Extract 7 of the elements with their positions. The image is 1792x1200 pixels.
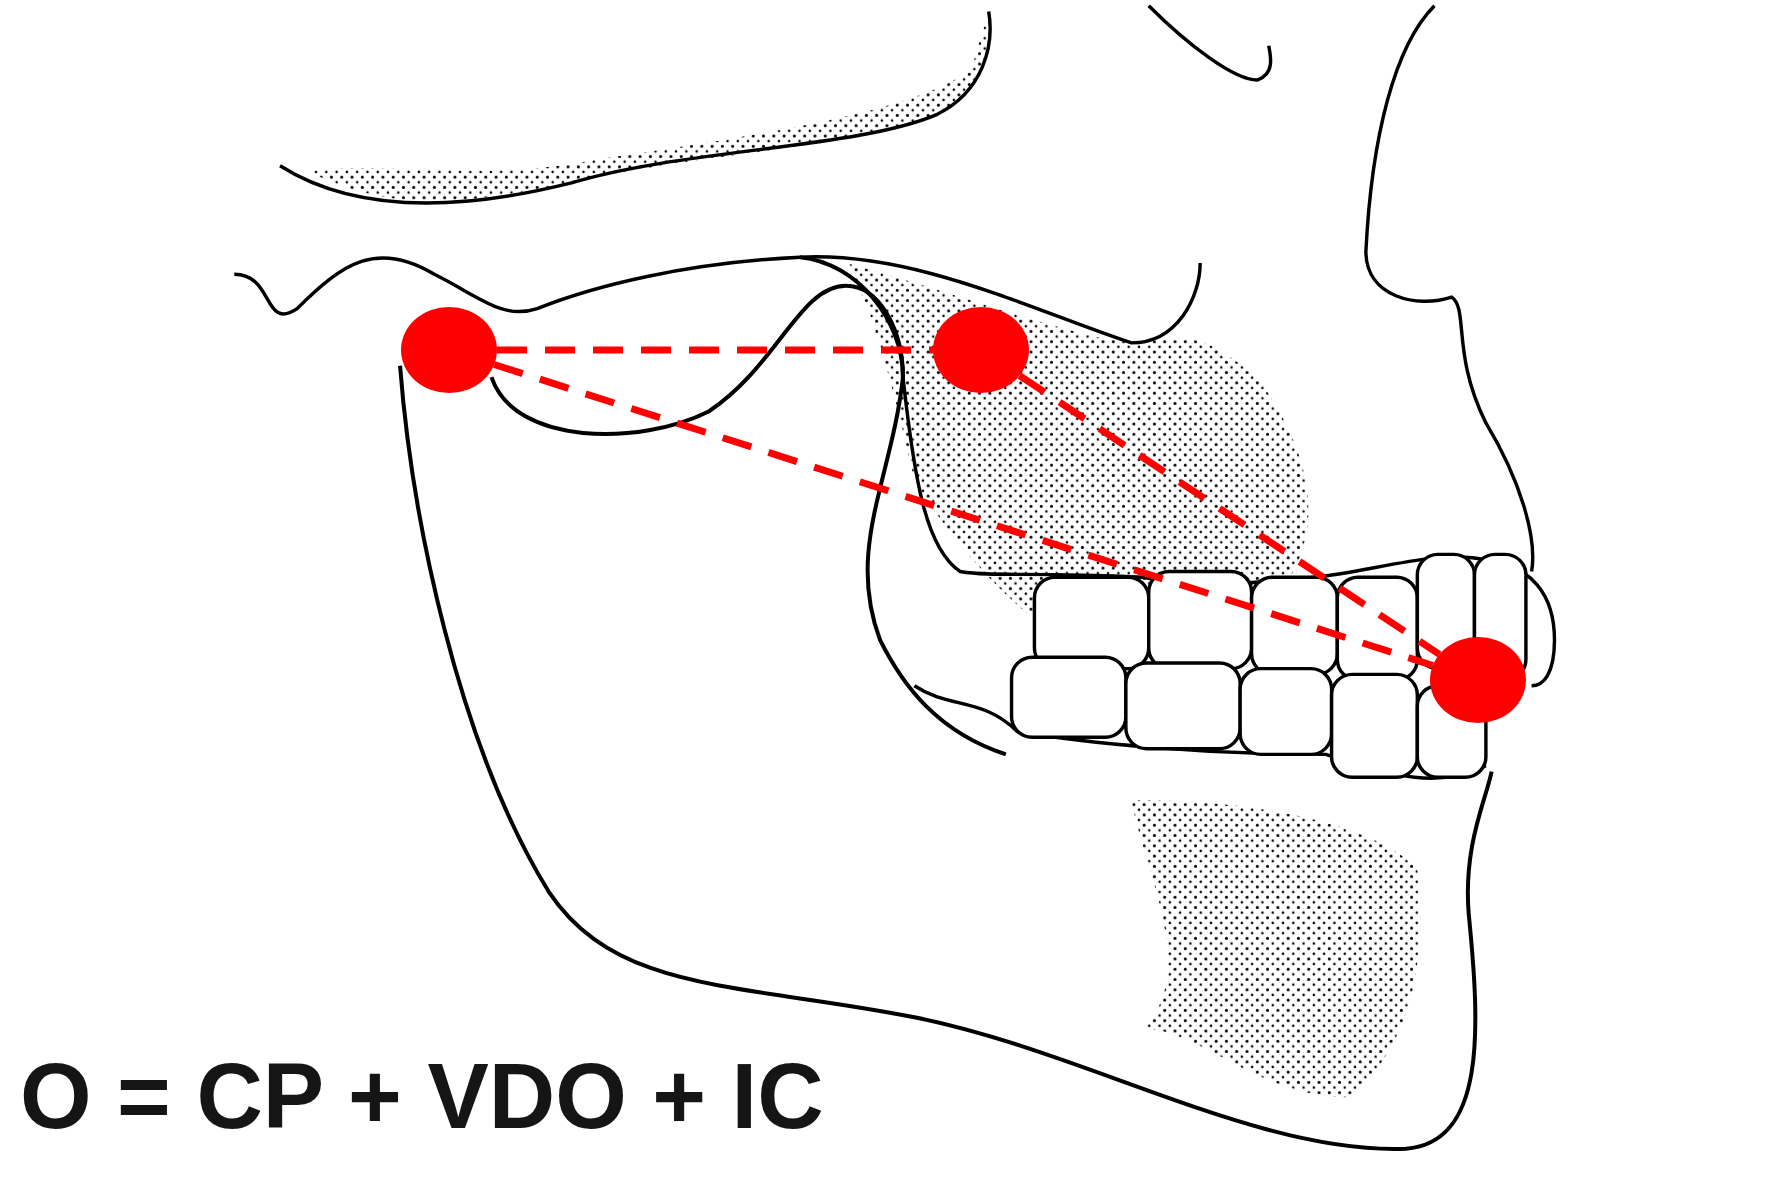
point-marker (933, 307, 1029, 393)
point-marker (1430, 637, 1526, 723)
dashed-line (493, 361, 1434, 669)
formula-text: O = CP + VDO + IC (20, 1050, 824, 1142)
point-marker (401, 307, 497, 393)
dashed-line (1017, 372, 1442, 658)
dashed-line (497, 346, 933, 354)
